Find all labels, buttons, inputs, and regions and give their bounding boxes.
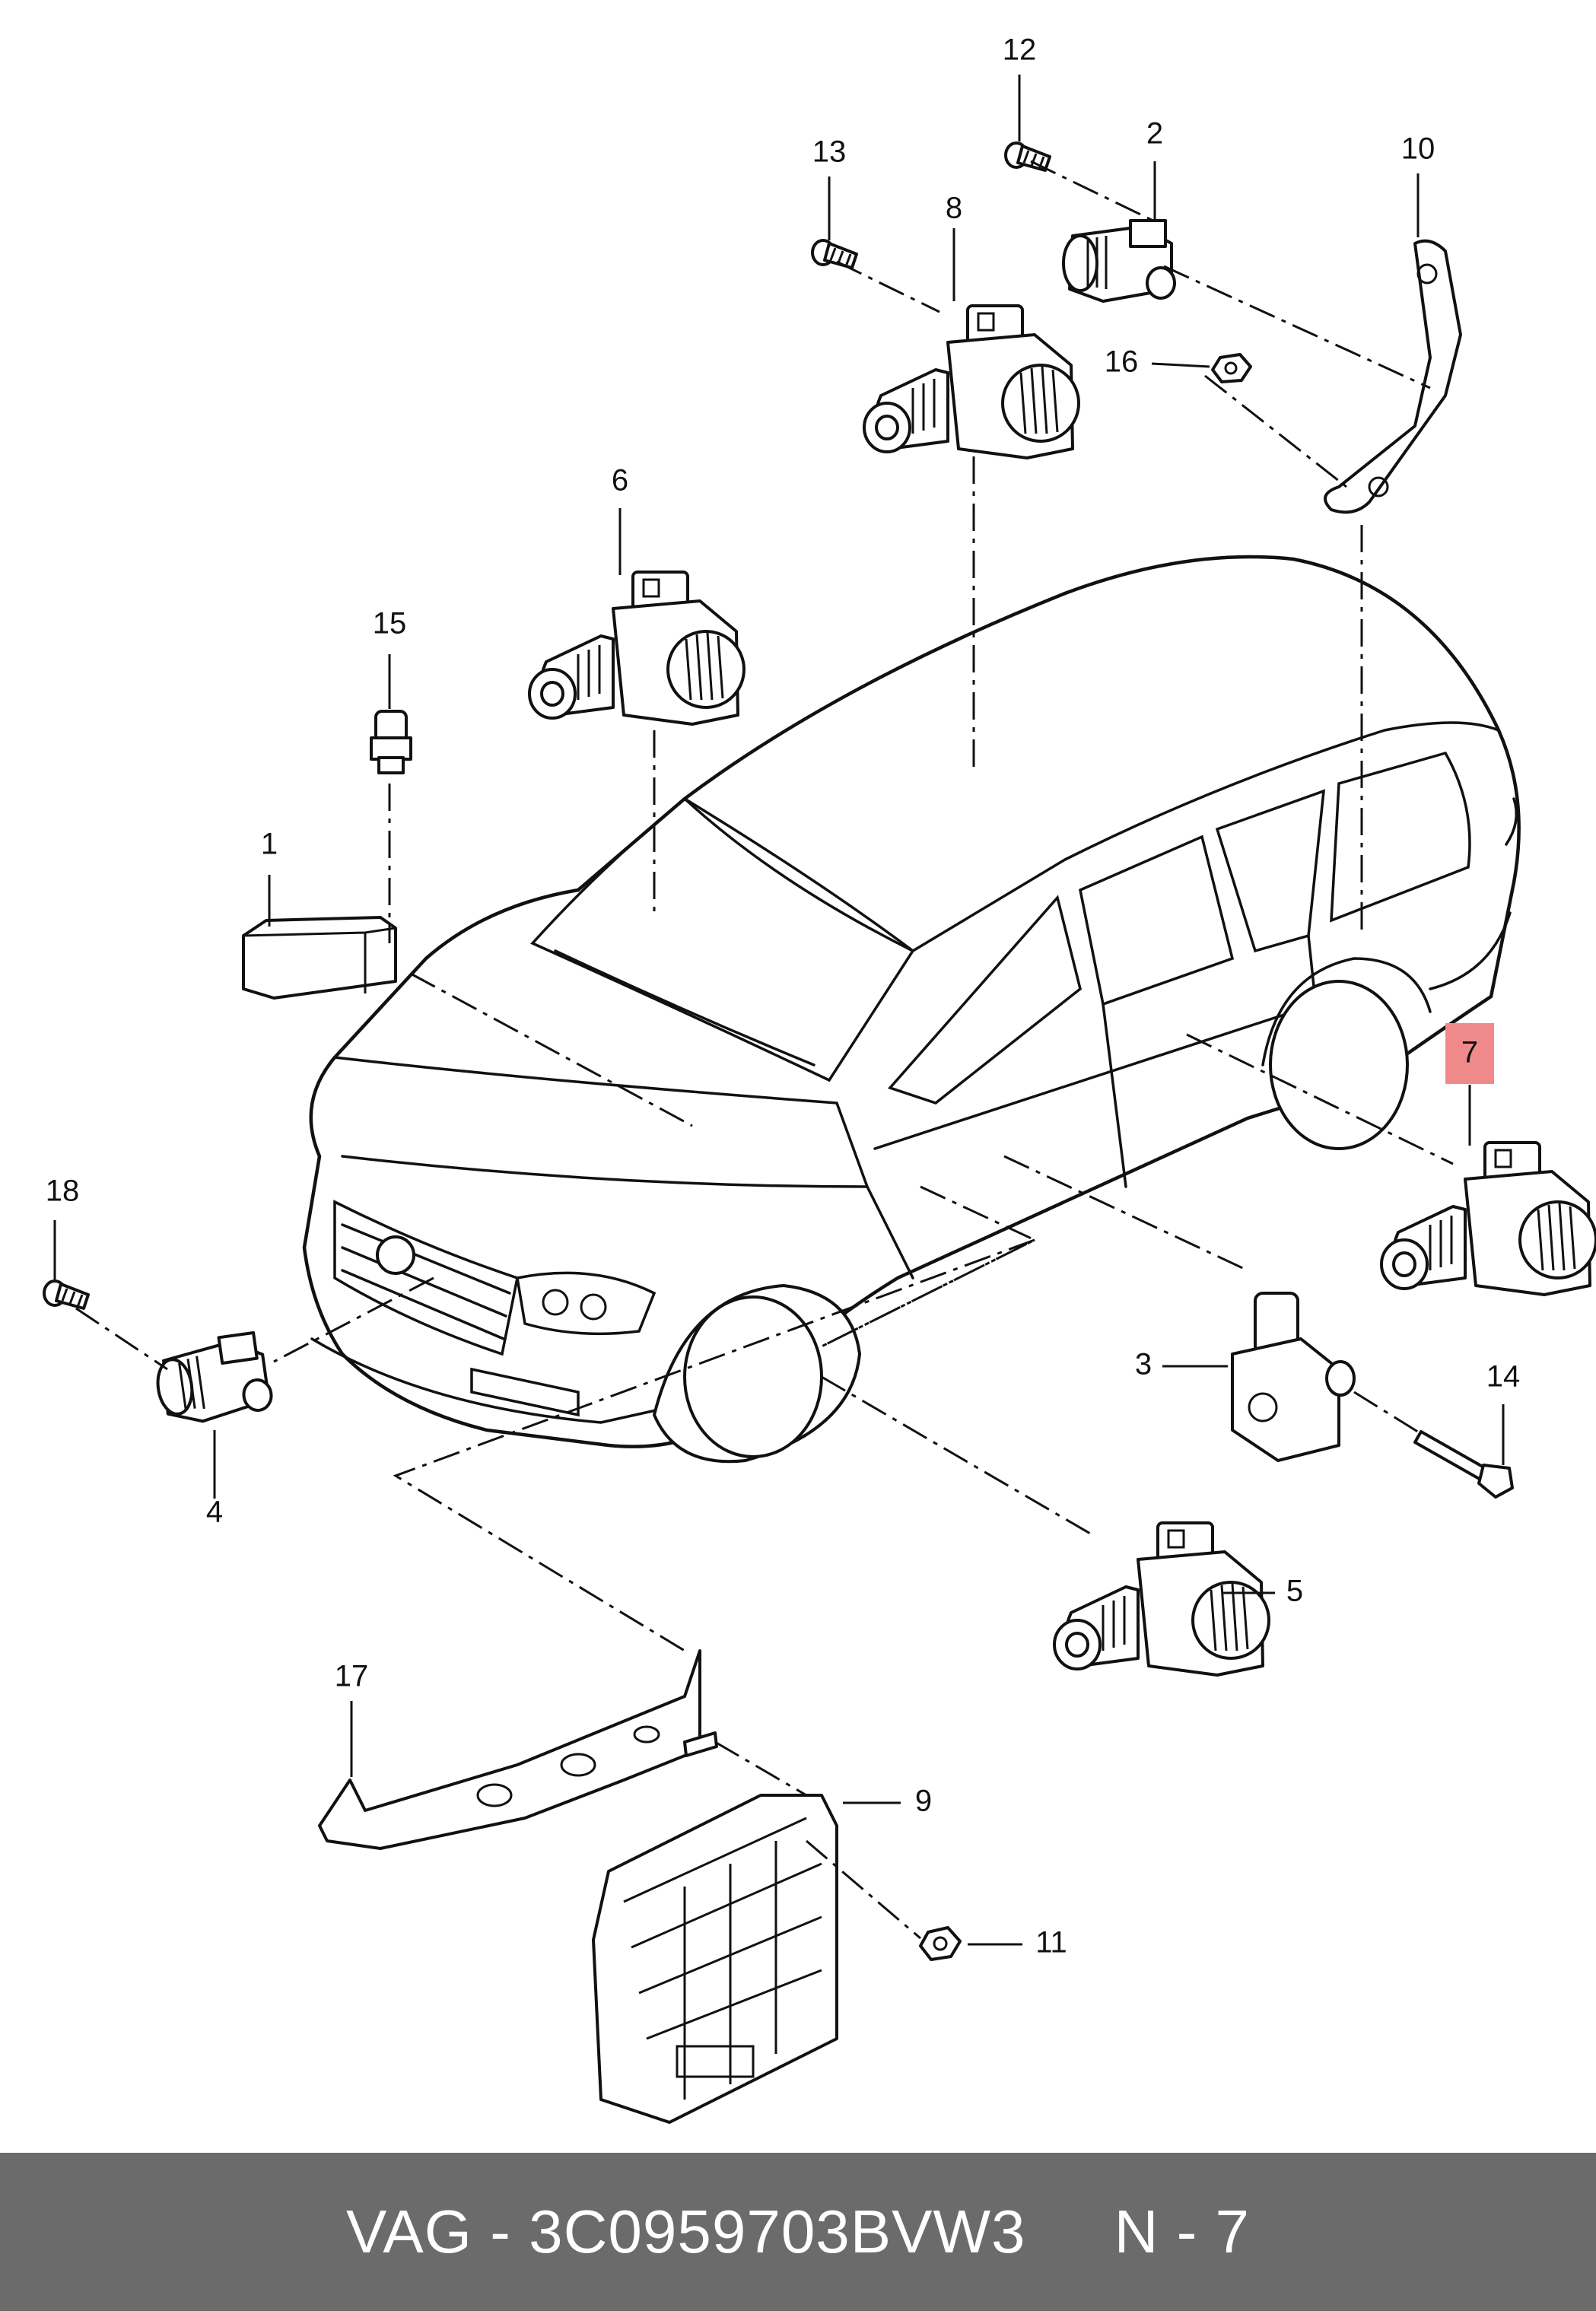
callout-9: 9 [915,1785,932,1818]
callout-15: 15 [373,607,407,641]
callout-12: 12 [1003,33,1037,67]
highlight-box [1445,1023,1494,1084]
callout-2: 2 [1146,117,1163,151]
callout-11: 11 [1035,1926,1067,1960]
part-17 [318,1649,718,1850]
footer-bar: VAG - 3C0959703BVW3 N - 7 [0,2153,1596,2311]
assembly-lines [75,160,1454,1940]
callout-14: 14 [1486,1360,1521,1394]
footer-part-number: VAG - 3C0959703BVW3 N - 7 [345,2198,1251,2265]
part-4 [151,1330,275,1429]
part-15 [370,710,412,774]
part-13 [811,239,858,269]
part-1 [242,916,397,1000]
callout-7: 7 [1461,1036,1478,1070]
callout-17: 17 [335,1660,369,1693]
callout-13: 13 [812,135,847,169]
part-5 [1053,1521,1270,1677]
part-10 [1324,239,1462,514]
leader-lines [53,75,1505,1946]
part-18 [43,1279,90,1310]
callout-3: 3 [1135,1348,1152,1381]
callout-8: 8 [946,192,962,225]
callout-4: 4 [206,1496,223,1529]
part-7 [1380,1141,1596,1296]
part-11 [919,1926,962,1961]
callout-18: 18 [46,1175,80,1208]
part-8 [863,304,1080,459]
callouts: 1 2 3 4 5 6 7 8 9 10 11 12 13 14 15 16 1… [46,33,1521,1960]
part-3 [1231,1292,1356,1462]
part-9 [592,1794,838,2124]
part-14 [1413,1430,1514,1499]
vehicle-outline [302,555,1521,1464]
parts-diagram: 1 2 3 4 5 6 7 8 9 10 11 12 13 14 15 16 1… [43,33,1596,2124]
callout-10: 10 [1401,132,1435,166]
callout-5: 5 [1286,1575,1303,1608]
part-16 [1211,353,1252,383]
part-2 [1062,219,1176,303]
callout-1: 1 [261,828,278,861]
part-6 [528,571,746,726]
callout-6: 6 [612,464,628,497]
callout-16: 16 [1105,345,1139,379]
